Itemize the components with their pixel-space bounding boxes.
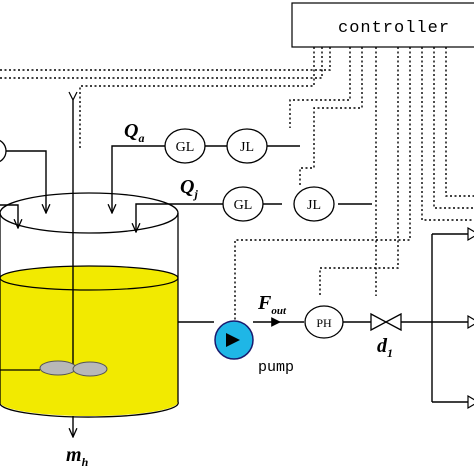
reactor-tank: mh (0, 91, 179, 469)
signal-lines (0, 47, 474, 320)
signal-line-right-2 (433, 47, 474, 209)
valve-d1 (370, 312, 402, 332)
signal-line-1 (0, 47, 331, 71)
controller-label: controller (338, 19, 450, 38)
jl-mid-block (293, 186, 335, 222)
qa-label: Qa (124, 120, 144, 145)
signal-line-jl-mid (299, 47, 363, 186)
gl-top-block (164, 128, 206, 164)
gl-mid-block (222, 186, 264, 222)
gl-top-label: GL (176, 140, 195, 155)
mh-label: mh (66, 444, 89, 469)
tank-top-rim (0, 192, 179, 234)
signal-line-fout (234, 47, 411, 320)
outlet-valve-3 (467, 394, 474, 410)
signal-line-right-3 (445, 47, 474, 197)
jl-top-label: JL (240, 140, 254, 155)
pump-label: pump (258, 359, 294, 376)
qj-label: Qj (180, 176, 198, 201)
jl-mid-label: JL (307, 198, 321, 213)
outlet-line: pump Fout PH d1 (178, 226, 474, 410)
ph-label: PH (316, 316, 332, 330)
qa-line: GL JL Qa (112, 120, 300, 213)
liquid-surface (0, 265, 179, 291)
outlet-valve-1 (467, 226, 474, 242)
left-feed (0, 139, 46, 228)
gl-mid-label: GL (234, 198, 253, 213)
impeller-blade-right (72, 361, 108, 377)
signal-line-ph (319, 47, 399, 296)
signal-line-agitator (79, 47, 315, 148)
feed-arrow-a (6, 150, 46, 213)
liquid-body (0, 278, 178, 416)
impeller-blade-left (39, 360, 77, 376)
jl-top-block (226, 128, 268, 164)
left-instrument-circle (0, 139, 7, 163)
qj-line: GL JL Qj (136, 176, 372, 232)
fout-label: Fout (257, 292, 287, 317)
controller-box: controller (291, 2, 474, 48)
signal-line-2 (0, 47, 323, 79)
d1-label: d1 (377, 335, 393, 360)
signal-line-right-1 (421, 47, 474, 221)
outlet-valve-2 (467, 314, 474, 330)
signal-line-jl-top (289, 47, 351, 128)
